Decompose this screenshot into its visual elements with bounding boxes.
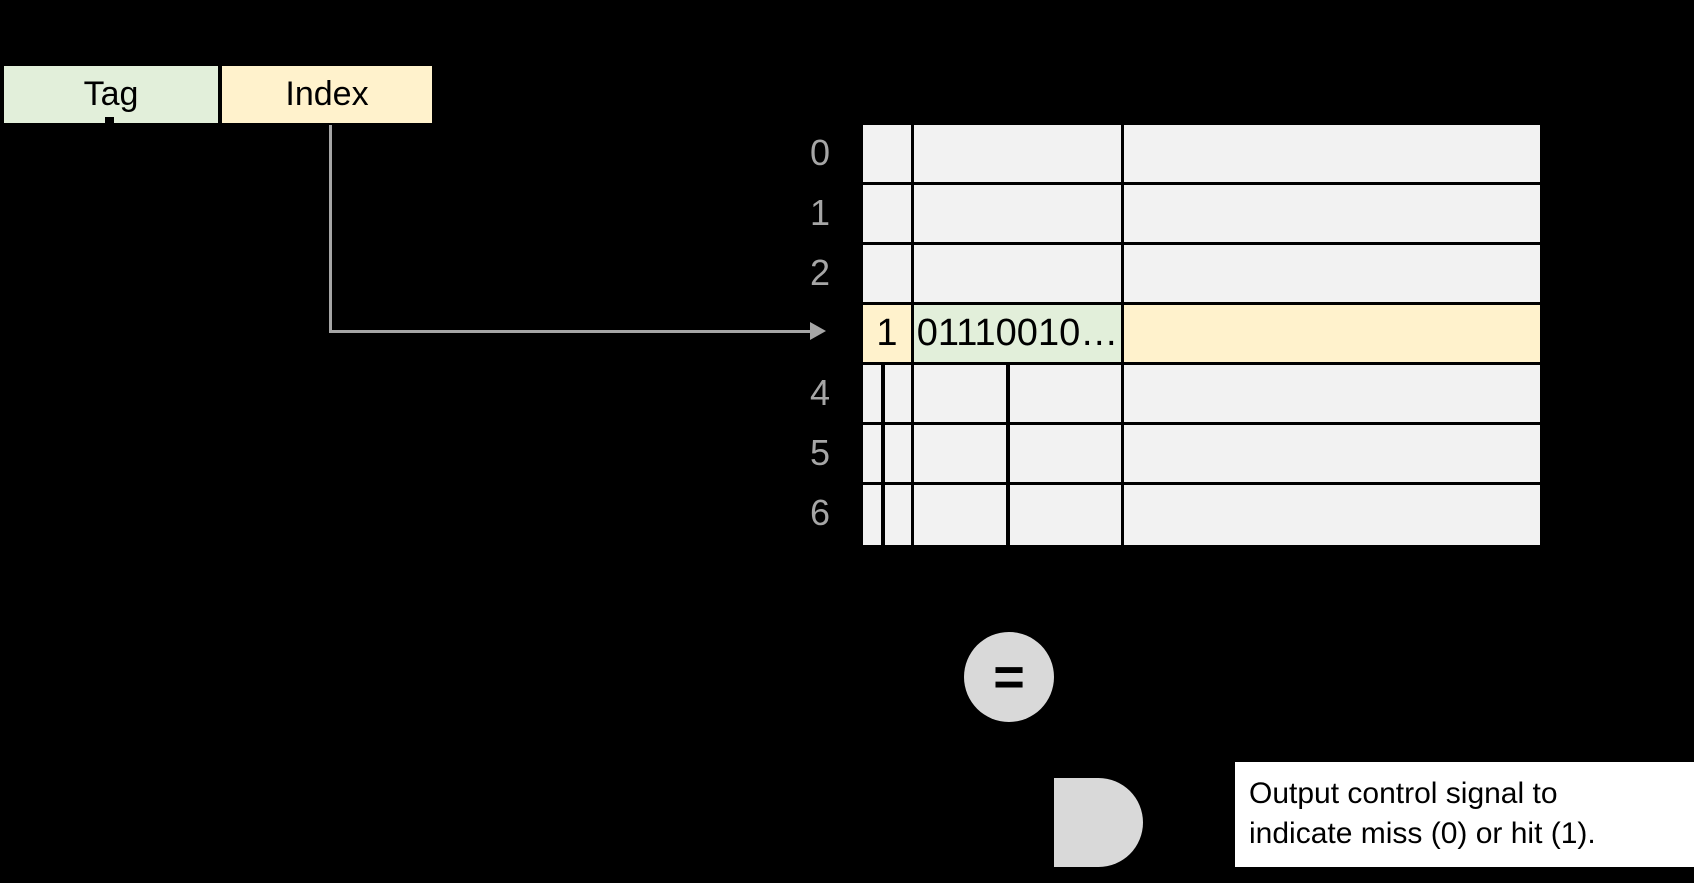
index-arrow-head-icon [810, 322, 826, 340]
cell-valid [863, 125, 914, 185]
index-arrow-vertical-segment [329, 125, 332, 332]
cell-data [1124, 125, 1540, 185]
comparator-symbol: = [993, 647, 1025, 707]
cell-valid [863, 365, 914, 425]
row-label: 5 [809, 432, 830, 473]
cell-valid [863, 245, 914, 305]
cell-valid [863, 485, 914, 545]
row-label: 2 [809, 252, 830, 293]
cell-tag [914, 425, 1124, 485]
address-index-label: Index [285, 75, 369, 113]
row-label: 6 [809, 492, 830, 533]
row-label: 0 [809, 132, 830, 173]
cell-tag [914, 125, 1124, 185]
tag-wire [1006, 365, 1010, 545]
cell-tag [914, 185, 1124, 245]
table-row [863, 365, 1540, 425]
row-label: 1 [809, 192, 830, 233]
equality-comparator-icon: = [964, 632, 1054, 722]
tag-wire-stub [105, 117, 114, 127]
cell-data [1124, 305, 1540, 365]
cell-data [1124, 485, 1540, 545]
note-line-2: indicate miss (0) or hit (1). [1249, 817, 1596, 850]
row-label: 4 [809, 372, 830, 413]
row-labels: 0 1 2 4 5 6 [780, 123, 846, 543]
valid-bit-wire [881, 365, 885, 545]
address-index-box: Index [220, 64, 434, 125]
table-row [863, 485, 1540, 545]
table-row [863, 125, 1540, 185]
and-gate-icon [1054, 778, 1143, 867]
cell-tag: 01110010… [914, 305, 1124, 365]
cell-data [1124, 185, 1540, 245]
cell-data [1124, 365, 1540, 425]
cell-valid [863, 425, 914, 485]
address-tag-label: Tag [83, 75, 139, 113]
address-tag-box: Tag [2, 64, 220, 125]
cell-tag [914, 365, 1124, 425]
output-note-box: Output control signal to indicate miss (… [1235, 762, 1694, 867]
cell-tag [914, 245, 1124, 305]
row-label [780, 303, 846, 363]
cell-valid [863, 185, 914, 245]
note-line-1: Output control signal to [1249, 777, 1558, 810]
table-row [863, 245, 1540, 305]
cell-valid: 1 [863, 305, 914, 365]
cell-tag [914, 485, 1124, 545]
table-row [863, 185, 1540, 245]
cell-data [1124, 425, 1540, 485]
table-row [863, 425, 1540, 485]
cell-data [1124, 245, 1540, 305]
index-arrow-horizontal-segment [329, 330, 811, 333]
